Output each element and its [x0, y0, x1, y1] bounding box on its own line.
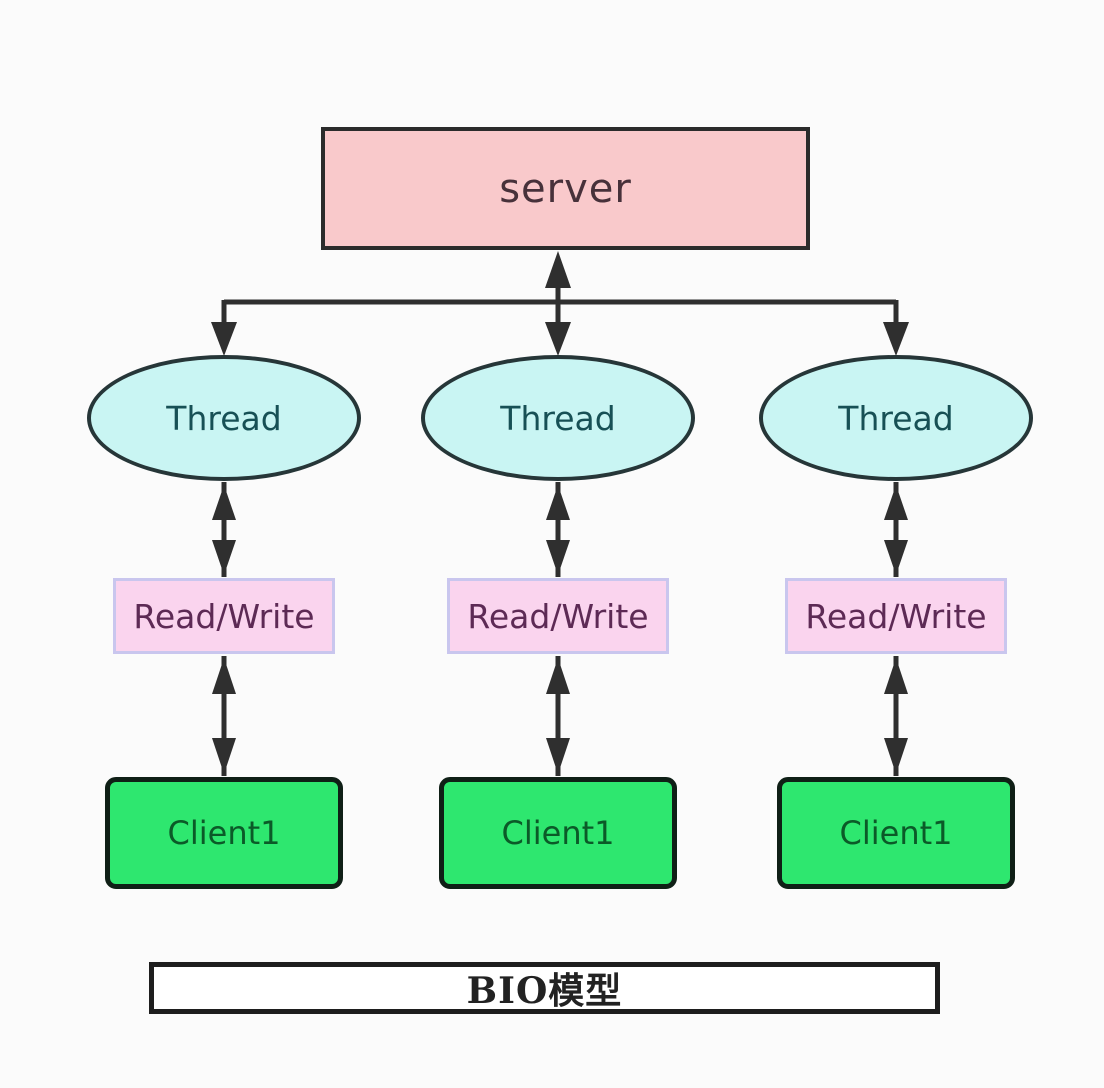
readwrite-client-double-arrow-right [884, 656, 908, 776]
thread-label: Thread [500, 398, 616, 438]
server-up-arrow [545, 251, 571, 302]
server-label: server [499, 165, 632, 212]
up-arrowhead-icon [884, 485, 908, 520]
thread-node-left: Thread [87, 355, 361, 481]
client-node-right: Client1 [777, 777, 1015, 889]
down-arrowhead-icon [211, 322, 237, 356]
down-arrowhead-icon [545, 322, 571, 356]
down-arrowhead-icon [883, 322, 909, 356]
bus-to-thread-arrow-middle [545, 300, 571, 356]
up-arrowhead-icon [545, 251, 571, 288]
readwrite-label: Read/Write [805, 596, 987, 636]
thread-label: Thread [838, 398, 954, 438]
diagram-title: BIO模型 [466, 970, 623, 1012]
readwrite-client-double-arrow-middle [546, 656, 570, 776]
thread-readwrite-double-arrow-middle [546, 482, 570, 577]
readwrite-node-left: Read/Write [113, 578, 335, 654]
up-arrowhead-icon [546, 658, 570, 694]
thread-readwrite-double-arrow-left [212, 482, 236, 577]
diagram-title-box: BIO模型 [149, 962, 940, 1014]
readwrite-node-right: Read/Write [785, 578, 1007, 654]
readwrite-node-middle: Read/Write [447, 578, 669, 654]
down-arrowhead-icon [546, 540, 570, 575]
up-arrowhead-icon [212, 658, 236, 694]
client-label: Client1 [501, 814, 615, 852]
down-arrowhead-icon [212, 540, 236, 575]
bus-to-thread-arrow-right [883, 300, 909, 356]
down-arrowhead-icon [546, 738, 570, 774]
client-node-middle: Client1 [439, 777, 677, 889]
up-arrowhead-icon [884, 658, 908, 694]
thread-readwrite-double-arrow-right [884, 482, 908, 577]
down-arrowhead-icon [212, 738, 236, 774]
readwrite-label: Read/Write [467, 596, 649, 636]
client-label: Client1 [839, 814, 953, 852]
readwrite-client-double-arrow-left [212, 656, 236, 776]
up-arrowhead-icon [212, 485, 236, 520]
down-arrowhead-icon [884, 738, 908, 774]
thread-node-right: Thread [759, 355, 1033, 481]
down-arrowhead-icon [884, 540, 908, 575]
bus-to-thread-arrow-left [211, 300, 237, 356]
thread-node-middle: Thread [421, 355, 695, 481]
thread-label: Thread [166, 398, 282, 438]
client-label: Client1 [167, 814, 281, 852]
client-node-left: Client1 [105, 777, 343, 889]
server-node: server [321, 127, 810, 250]
up-arrowhead-icon [546, 485, 570, 520]
readwrite-label: Read/Write [133, 596, 315, 636]
